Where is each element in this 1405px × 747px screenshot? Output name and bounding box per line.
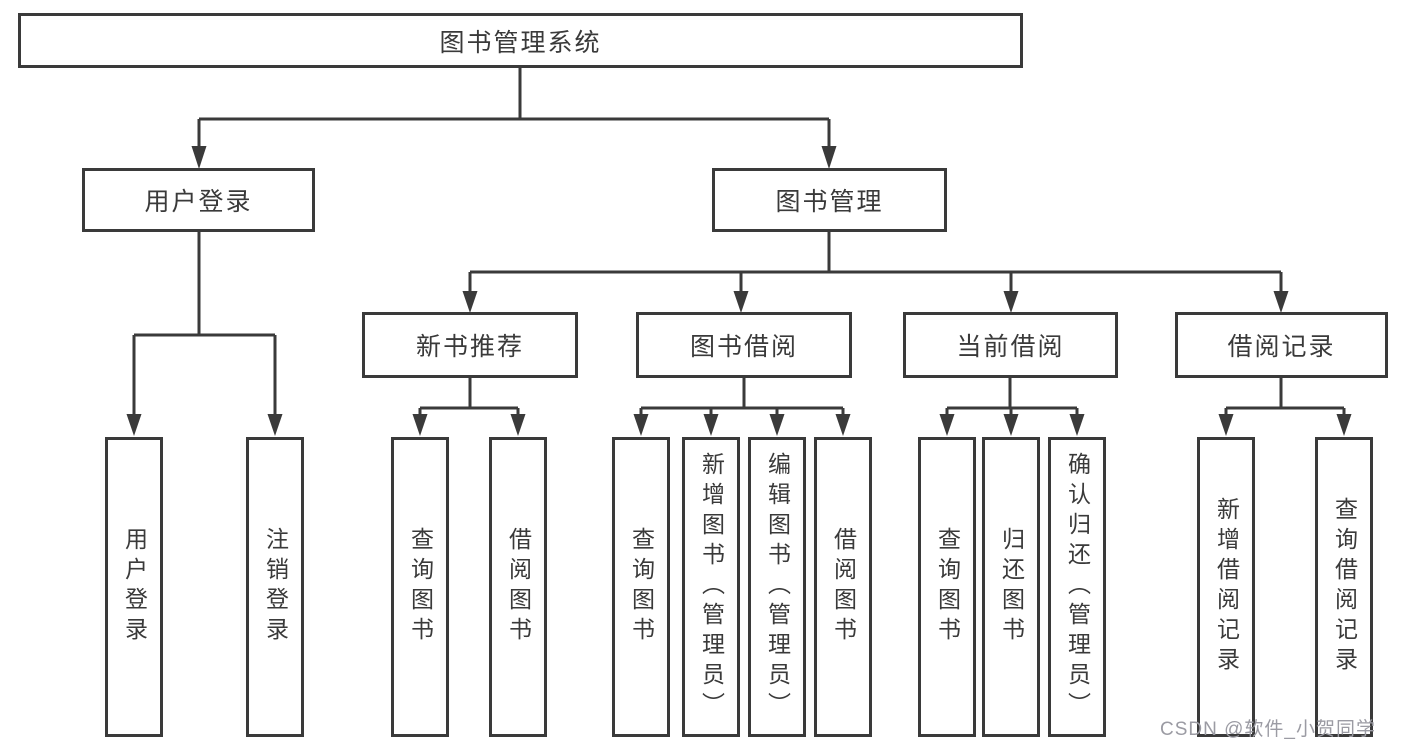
leaf-borrow-books: 借阅图书 <box>814 437 872 737</box>
arrowhead-icon <box>835 414 851 436</box>
leaf-query-books-current: 查询图书 <box>918 437 976 737</box>
arrowhead-icon <box>510 414 526 436</box>
arrowhead-icon <box>267 414 283 436</box>
arrowhead-icon <box>412 414 428 436</box>
arrowhead-icon <box>939 414 955 436</box>
arrowhead-icon <box>1273 291 1289 313</box>
arrowhead-icon <box>633 414 649 436</box>
arrowhead-icon <box>769 414 785 436</box>
leaf-edit-book-admin: 编辑图书（管理员） <box>748 437 806 737</box>
node-book-management: 图书管理 <box>712 168 947 232</box>
arrowhead-icon <box>126 414 142 436</box>
leaf-confirm-return-admin: 确认归还（管理员） <box>1048 437 1106 737</box>
leaf-add-book-admin: 新增图书（管理员） <box>682 437 740 737</box>
node-current-borrow: 当前借阅 <box>903 312 1118 378</box>
leaf-logout: 注销登录 <box>246 437 304 737</box>
node-new-book-recommend: 新书推荐 <box>362 312 578 378</box>
leaf-add-borrow-record: 新增借阅记录 <box>1197 437 1255 737</box>
leaf-query-borrow-record: 查询借阅记录 <box>1315 437 1373 737</box>
leaf-query-books-recommend: 查询图书 <box>391 437 449 737</box>
arrowhead-icon <box>1069 414 1085 436</box>
arrowhead-icon <box>1336 414 1352 436</box>
node-book-borrow: 图书借阅 <box>636 312 852 378</box>
arrowhead-icon <box>821 146 837 169</box>
arrowhead-icon <box>191 146 207 169</box>
leaf-user-login: 用户登录 <box>105 437 163 737</box>
node-root: 图书管理系统 <box>18 13 1023 68</box>
arrowhead-icon <box>462 291 478 313</box>
csdn-watermark: CSDN @软件_小贺同学 <box>1160 719 1376 740</box>
arrowhead-icon <box>1003 291 1019 313</box>
leaf-query-books-borrow: 查询图书 <box>612 437 670 737</box>
arrowhead-icon <box>703 414 719 436</box>
arrowhead-icon <box>1003 414 1019 436</box>
arrowhead-icon <box>733 291 749 313</box>
node-user-login: 用户登录 <box>82 168 315 232</box>
arrowhead-icon <box>1218 414 1234 436</box>
node-borrow-record: 借阅记录 <box>1175 312 1388 378</box>
leaf-borrow-books-recommend: 借阅图书 <box>489 437 547 737</box>
leaf-return-book: 归还图书 <box>982 437 1040 737</box>
